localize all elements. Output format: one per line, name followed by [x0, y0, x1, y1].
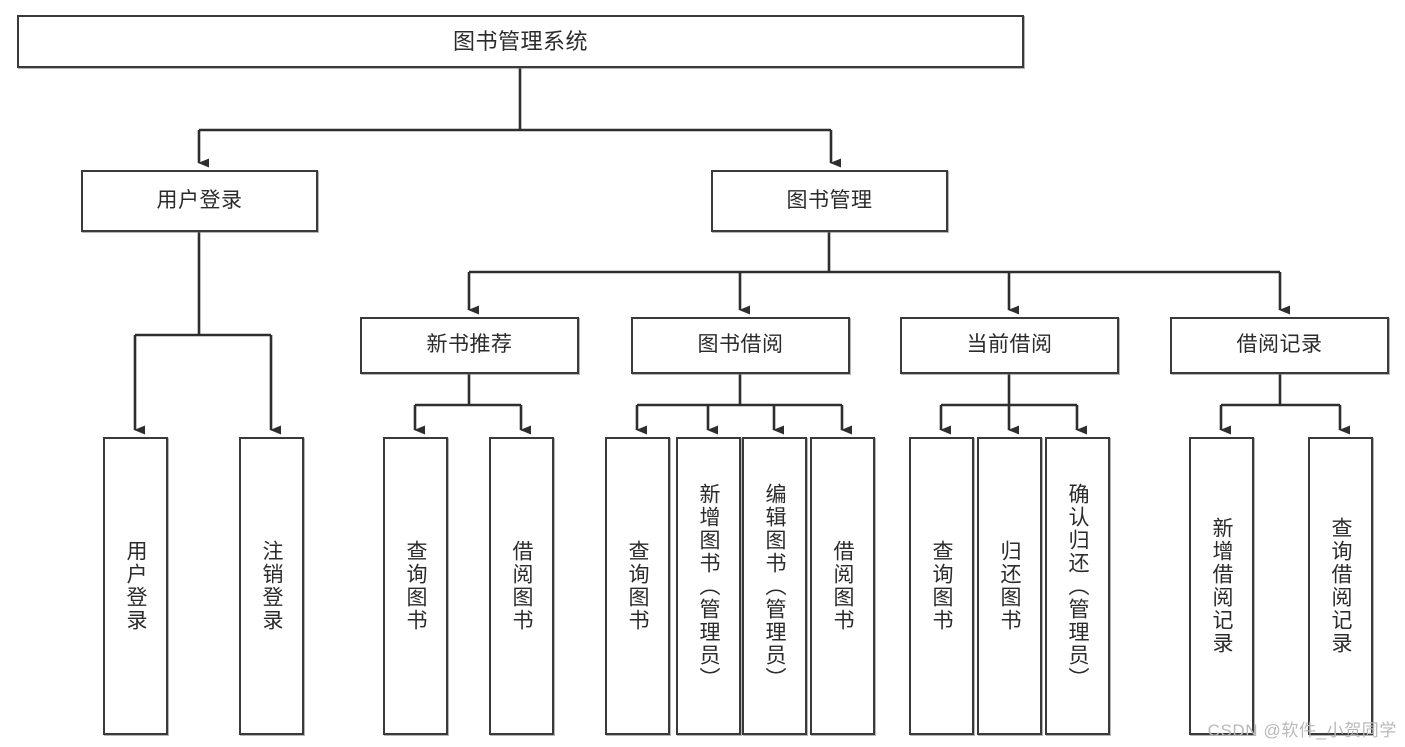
node-current-borrowing[interactable]: 当前借阅 [900, 317, 1119, 374]
node-label: 图书管理 [786, 188, 873, 212]
node-label: 当前借阅 [966, 333, 1053, 357]
leaf-borrow-query-books[interactable]: 查询图书 [605, 437, 670, 735]
node-label: 归还图书 [998, 540, 1021, 632]
leaf-current-query-books[interactable]: 查询图书 [909, 437, 974, 735]
node-label: 图书管理系统 [452, 28, 588, 54]
node-label: 新增借阅记录 [1210, 517, 1233, 655]
leaf-user-login[interactable]: 用户登录 [103, 437, 168, 735]
leaf-borrow-edit-book-admin[interactable]: 编辑图书（管理员） [742, 437, 807, 735]
node-label: 新增图书（管理员） [697, 482, 720, 690]
leaf-record-query-borrow-record[interactable]: 查询借阅记录 [1308, 437, 1373, 735]
leaf-borrow-borrow-books[interactable]: 借阅图书 [810, 437, 875, 735]
node-label: 查询图书 [930, 540, 953, 632]
node-label: 借阅图书 [510, 540, 533, 632]
csdn-watermark: CSDN @软件_小贺同学 [1207, 721, 1397, 740]
node-label: 注销登录 [260, 540, 283, 632]
node-label: 新书推荐 [426, 333, 513, 357]
node-borrowing-records[interactable]: 借阅记录 [1170, 317, 1389, 374]
leaf-current-return-books[interactable]: 归还图书 [977, 437, 1042, 735]
node-label: 用户登录 [124, 540, 147, 632]
node-label: 借阅记录 [1236, 333, 1323, 357]
leaf-logout[interactable]: 注销登录 [239, 437, 304, 735]
leaf-current-confirm-return-admin[interactable]: 确认归还（管理员） [1045, 437, 1110, 735]
node-root-book-management-system[interactable]: 图书管理系统 [17, 15, 1024, 68]
node-label: 查询借阅记录 [1329, 517, 1352, 655]
node-label: 图书借阅 [697, 333, 784, 357]
node-book-borrowing[interactable]: 图书借阅 [631, 317, 850, 374]
node-label: 查询图书 [626, 540, 649, 632]
node-label: 借阅图书 [831, 540, 854, 632]
node-label: 编辑图书（管理员） [763, 482, 786, 690]
node-user-login[interactable]: 用户登录 [81, 170, 318, 232]
node-label: 用户登录 [156, 188, 243, 212]
leaf-recommend-query-books[interactable]: 查询图书 [383, 437, 448, 735]
node-book-management[interactable]: 图书管理 [711, 170, 948, 232]
leaf-recommend-borrow-books[interactable]: 借阅图书 [489, 437, 554, 735]
leaf-record-add-borrow-record[interactable]: 新增借阅记录 [1189, 437, 1254, 735]
node-label: 查询图书 [404, 540, 427, 632]
node-new-book-recommendation[interactable]: 新书推荐 [360, 317, 579, 374]
leaf-borrow-add-book-admin[interactable]: 新增图书（管理员） [676, 437, 741, 735]
node-label: 确认归还（管理员） [1066, 482, 1089, 690]
